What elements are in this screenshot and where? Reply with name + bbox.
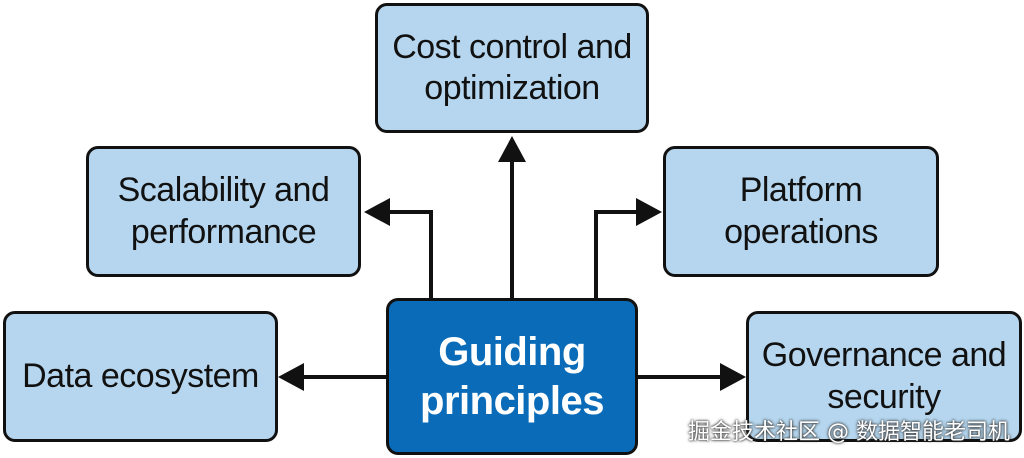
arrowhead-scalability — [364, 198, 390, 226]
node-governance-security-label: Governance and security — [761, 336, 1007, 416]
node-guiding-principles-label: Guiding principles — [420, 329, 604, 423]
node-guiding-principles: Guiding principles — [386, 298, 638, 455]
edge-to-platform — [594, 210, 636, 298]
node-cost-control: Cost control and optimization — [375, 3, 649, 133]
edge-to-scalability — [390, 210, 433, 298]
node-data-ecosystem-label: Data ecosystem — [22, 356, 259, 395]
arrowhead-governance — [720, 363, 746, 391]
node-cost-control-label: Cost control and optimization — [392, 27, 632, 107]
node-platform-operations: Platform operations — [663, 146, 939, 277]
arrowhead-cost — [498, 136, 526, 162]
node-governance-security: Governance and security — [746, 311, 1022, 442]
node-scalability: Scalability and performance — [86, 146, 361, 277]
arrowhead-data — [278, 363, 304, 391]
arrowhead-platform — [636, 198, 662, 226]
node-data-ecosystem: Data ecosystem — [3, 311, 278, 442]
node-platform-operations-label: Platform operations — [724, 171, 878, 251]
node-scalability-label: Scalability and performance — [117, 171, 330, 251]
watermark-text: 掘金技术社区 @ 数据智能老司机 — [688, 420, 1010, 445]
